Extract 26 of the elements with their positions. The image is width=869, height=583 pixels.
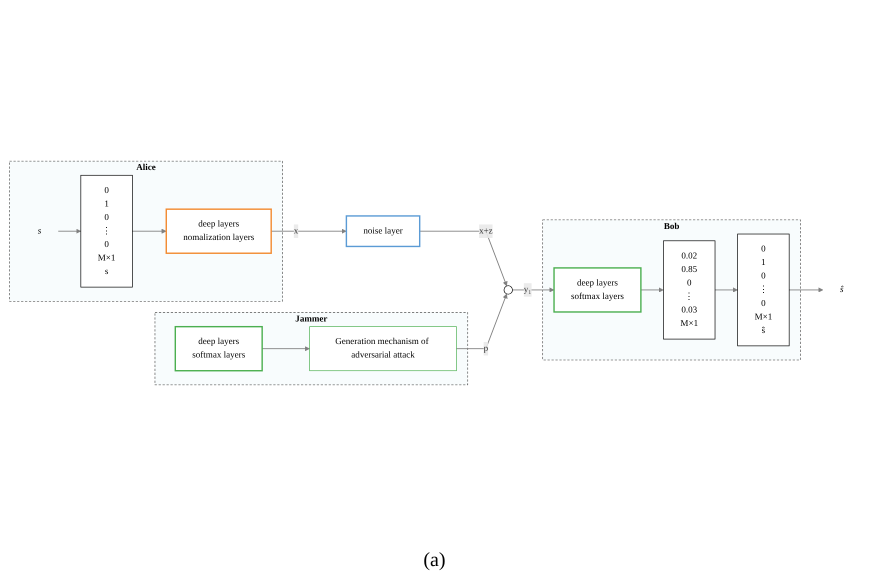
- arrow: [714, 286, 738, 292]
- node-box: deep layers nomalization layers: [165, 208, 272, 254]
- arrow: [456, 293, 507, 349]
- arrow: [788, 286, 823, 292]
- arrow: [270, 228, 346, 234]
- arrow: [261, 346, 310, 351]
- node-box: 0 1 0 ⋮ 0 M×1 ŝ: [736, 233, 789, 346]
- caption: (a): [423, 549, 446, 571]
- arrow: [640, 286, 664, 292]
- edge-label: x+z: [478, 226, 492, 236]
- node-text: s: [37, 226, 41, 236]
- node-box: 0 1 0 ⋮ 0 M×1 s: [80, 174, 132, 287]
- arrow: [512, 286, 554, 292]
- edge-label: y₁: [523, 284, 531, 294]
- node-box: deep layers softmax layers: [552, 266, 642, 312]
- edge-label: p: [483, 343, 488, 353]
- node-box: deep layers softmax layers: [174, 325, 262, 371]
- arrow: [57, 228, 81, 234]
- node-box: Generation mechanism of adversarial attack: [308, 326, 456, 371]
- arrow: [418, 230, 507, 286]
- arrow: [131, 228, 166, 234]
- node-box: 0.02 0.85 0 ⋮ 0.03 M×1: [662, 240, 715, 339]
- node-circle: [503, 284, 512, 294]
- node-text: ŝ: [840, 284, 844, 294]
- edge-label: x: [293, 226, 298, 236]
- node-box: noise layer: [345, 214, 420, 247]
